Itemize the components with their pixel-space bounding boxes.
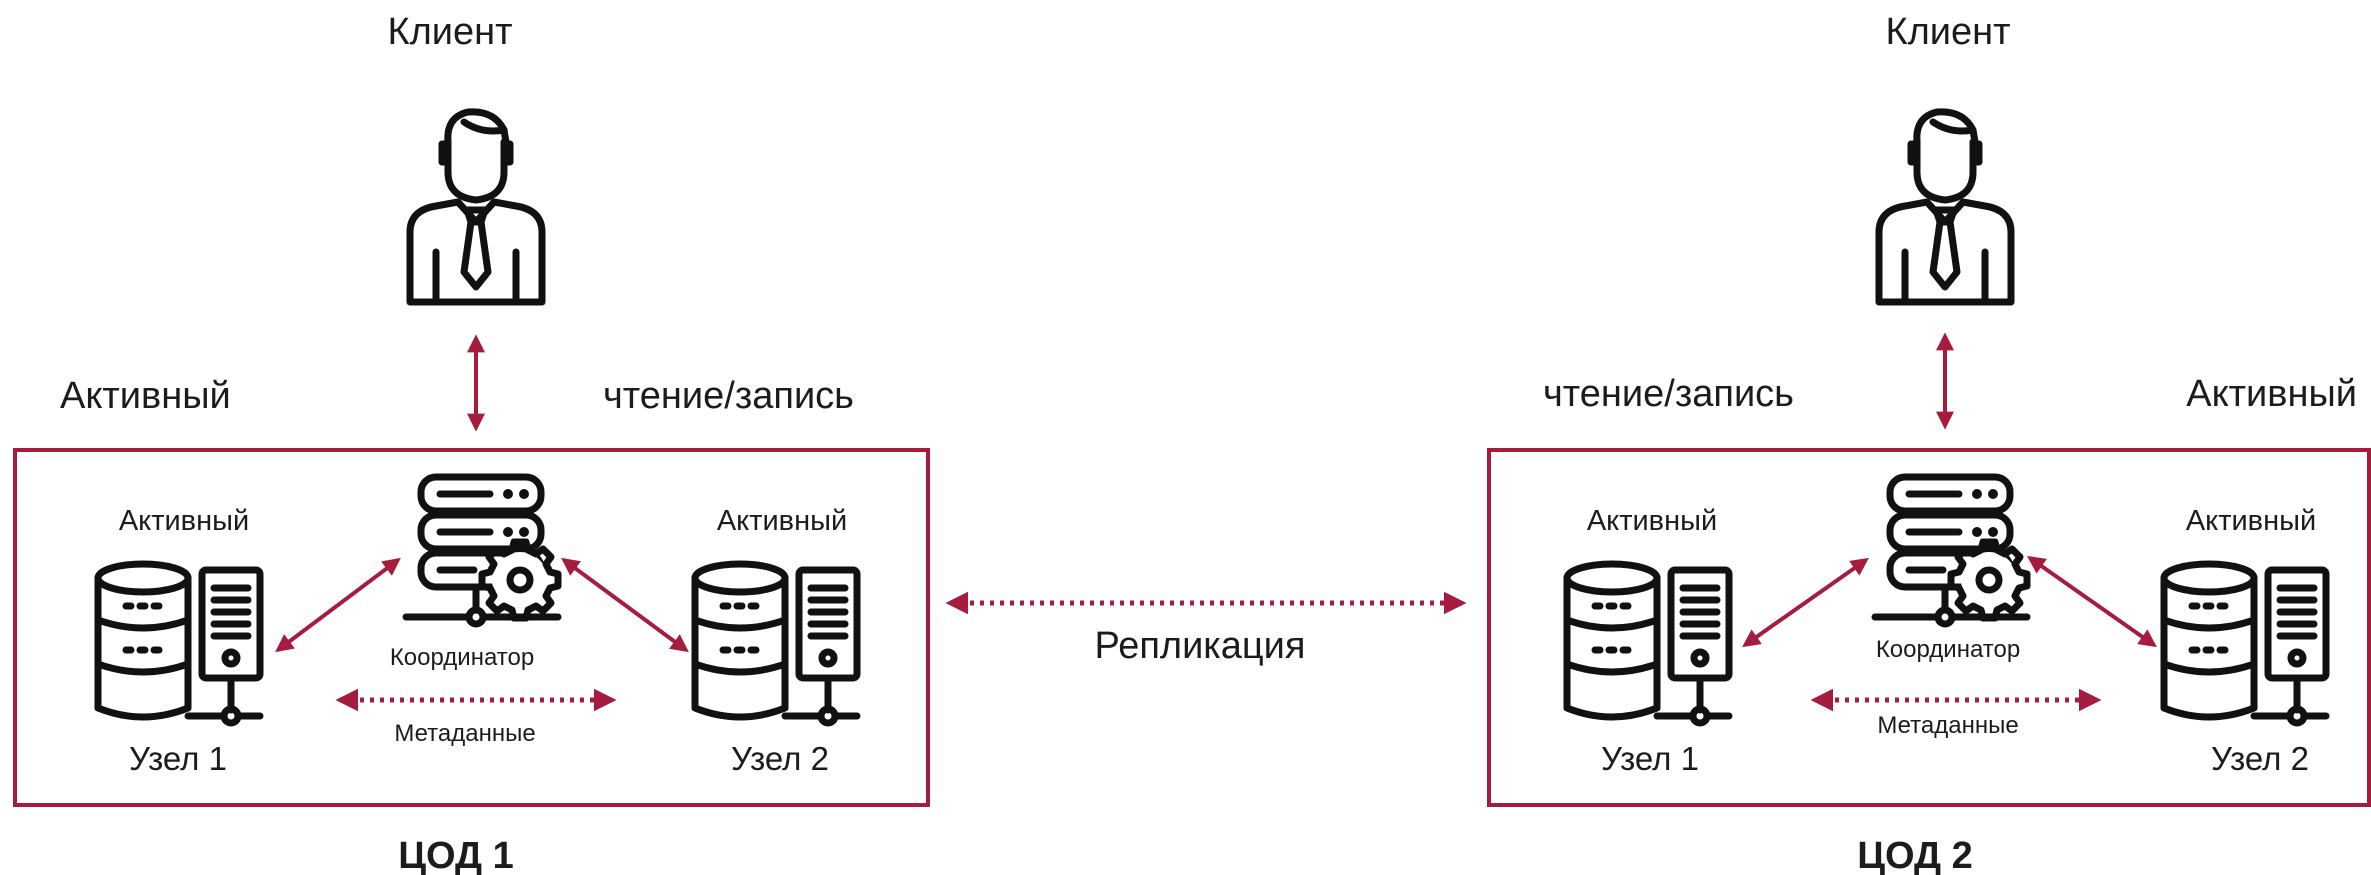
coordinator-server-icon (406, 477, 558, 624)
datacenter-title: ЦОД 1 (398, 835, 514, 875)
node2-status-label: Активный (717, 505, 847, 537)
read-write-label: чтение/запись (1543, 373, 1794, 415)
node2-database-icon (2164, 564, 2326, 723)
client-label: Клиент (387, 11, 512, 53)
node1-database-icon (1567, 564, 1729, 723)
node2-status-label: Активный (2186, 505, 2316, 537)
datacenter-1: Клиент Активный чтение/запись Активный У… (13, 11, 930, 875)
client-person-icon (410, 112, 542, 302)
coordinator-node1-arrow (275, 557, 401, 653)
read-write-label: чтение/запись (603, 375, 854, 417)
metadata-label: Метаданные (1877, 712, 2018, 739)
coordinator-node2-arrow (2027, 555, 2157, 648)
coordinator-server-icon (1875, 477, 2027, 624)
datacenter-frame (1487, 448, 2371, 807)
node1-label: Узел 1 (1601, 740, 1699, 777)
node1-status-label: Активный (119, 505, 249, 537)
datacenter-status-label: Активный (2186, 373, 2357, 415)
datacenter-frame (13, 448, 930, 807)
coordinator-node2-arrow (561, 557, 689, 653)
coordinator-node1-arrow (1742, 557, 1869, 648)
node1-database-icon (98, 564, 260, 723)
replication-label: Репликация (1095, 625, 1306, 667)
node2-label: Узел 2 (731, 740, 829, 777)
coordinator-label: Координатор (1876, 636, 2020, 663)
metadata-label: Метаданные (394, 720, 535, 747)
datacenter-status-label: Активный (60, 375, 231, 417)
node1-status-label: Активный (1587, 505, 1717, 537)
node2-label: Узел 2 (2211, 740, 2309, 777)
client-label: Клиент (1885, 11, 2010, 53)
coordinator-label: Координатор (390, 644, 534, 671)
datacenter-title: ЦОД 2 (1857, 835, 1973, 875)
client-person-icon (1879, 112, 2011, 302)
node1-label: Узел 1 (129, 740, 227, 777)
node2-database-icon (695, 564, 857, 723)
datacenter-2: Клиент чтение/запись Активный Активный У… (1487, 11, 2371, 875)
